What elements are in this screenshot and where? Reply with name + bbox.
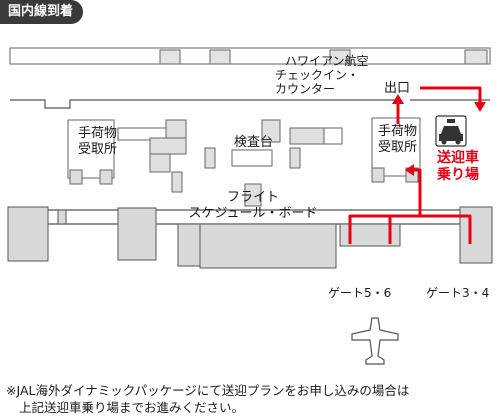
baggage-right-line1: 手荷物 <box>378 124 418 139</box>
gate-5-6-label: ゲート5・6 <box>328 286 392 300</box>
taxi-icon <box>435 115 467 147</box>
exit-label: 出口 <box>384 81 411 96</box>
pickup-line1: 送迎車 <box>437 150 479 166</box>
left-counter <box>117 119 187 193</box>
airplane-icon <box>351 317 399 365</box>
gate-3-4-label: ゲート3・4 <box>426 286 490 300</box>
hawaiian-counter-label: ハワイアン航空 チェックイン・ カウンター <box>275 54 369 96</box>
baggage-left-line1: 手荷物 <box>78 126 118 141</box>
right-baggage-room <box>371 117 421 183</box>
right-center-blocks <box>261 119 343 145</box>
gate-blocks <box>7 206 493 269</box>
section-title: 国内線到着 <box>0 0 84 24</box>
flight-board-label: フライト スケジュール・ボード <box>188 190 318 222</box>
baggage-left-label: 手荷物 受取所 <box>78 126 117 158</box>
hawaiian-counter-line1: ハワイアン航空 <box>285 54 369 68</box>
footnote: ※JAL海外ダイナミックパッケージにて送迎プランをお申し込みの場合は 上記送迎車… <box>6 382 496 416</box>
arrow-icon <box>392 94 486 176</box>
baggage-right-line2: 受取所 <box>378 140 418 155</box>
pickup-route <box>348 86 482 244</box>
inspection-label: 検査台 <box>234 135 274 150</box>
pickup-line2: 乗り場 <box>437 167 479 183</box>
baggage-right-label: 手荷物 受取所 <box>378 124 417 156</box>
left-baggage-room <box>67 119 115 185</box>
footnote-line2: 上記送迎車乗り場までお進みください。 <box>19 400 245 415</box>
flight-board-line2: スケジュール・ボード <box>188 206 318 221</box>
hawaiian-counter-line2: チェックイン・ <box>275 68 360 82</box>
baggage-left-line2: 受取所 <box>78 142 118 157</box>
inspection-area <box>204 147 301 207</box>
hawaiian-counter-line3: カウンター <box>275 82 336 96</box>
flight-board-line1: フライト <box>226 190 279 205</box>
pickup-label: 送迎車 乗り場 <box>437 150 479 184</box>
footnote-line1: ※JAL海外ダイナミックパッケージにて送迎プランをお申し込みの場合は <box>6 383 410 398</box>
top-wall <box>9 47 491 65</box>
